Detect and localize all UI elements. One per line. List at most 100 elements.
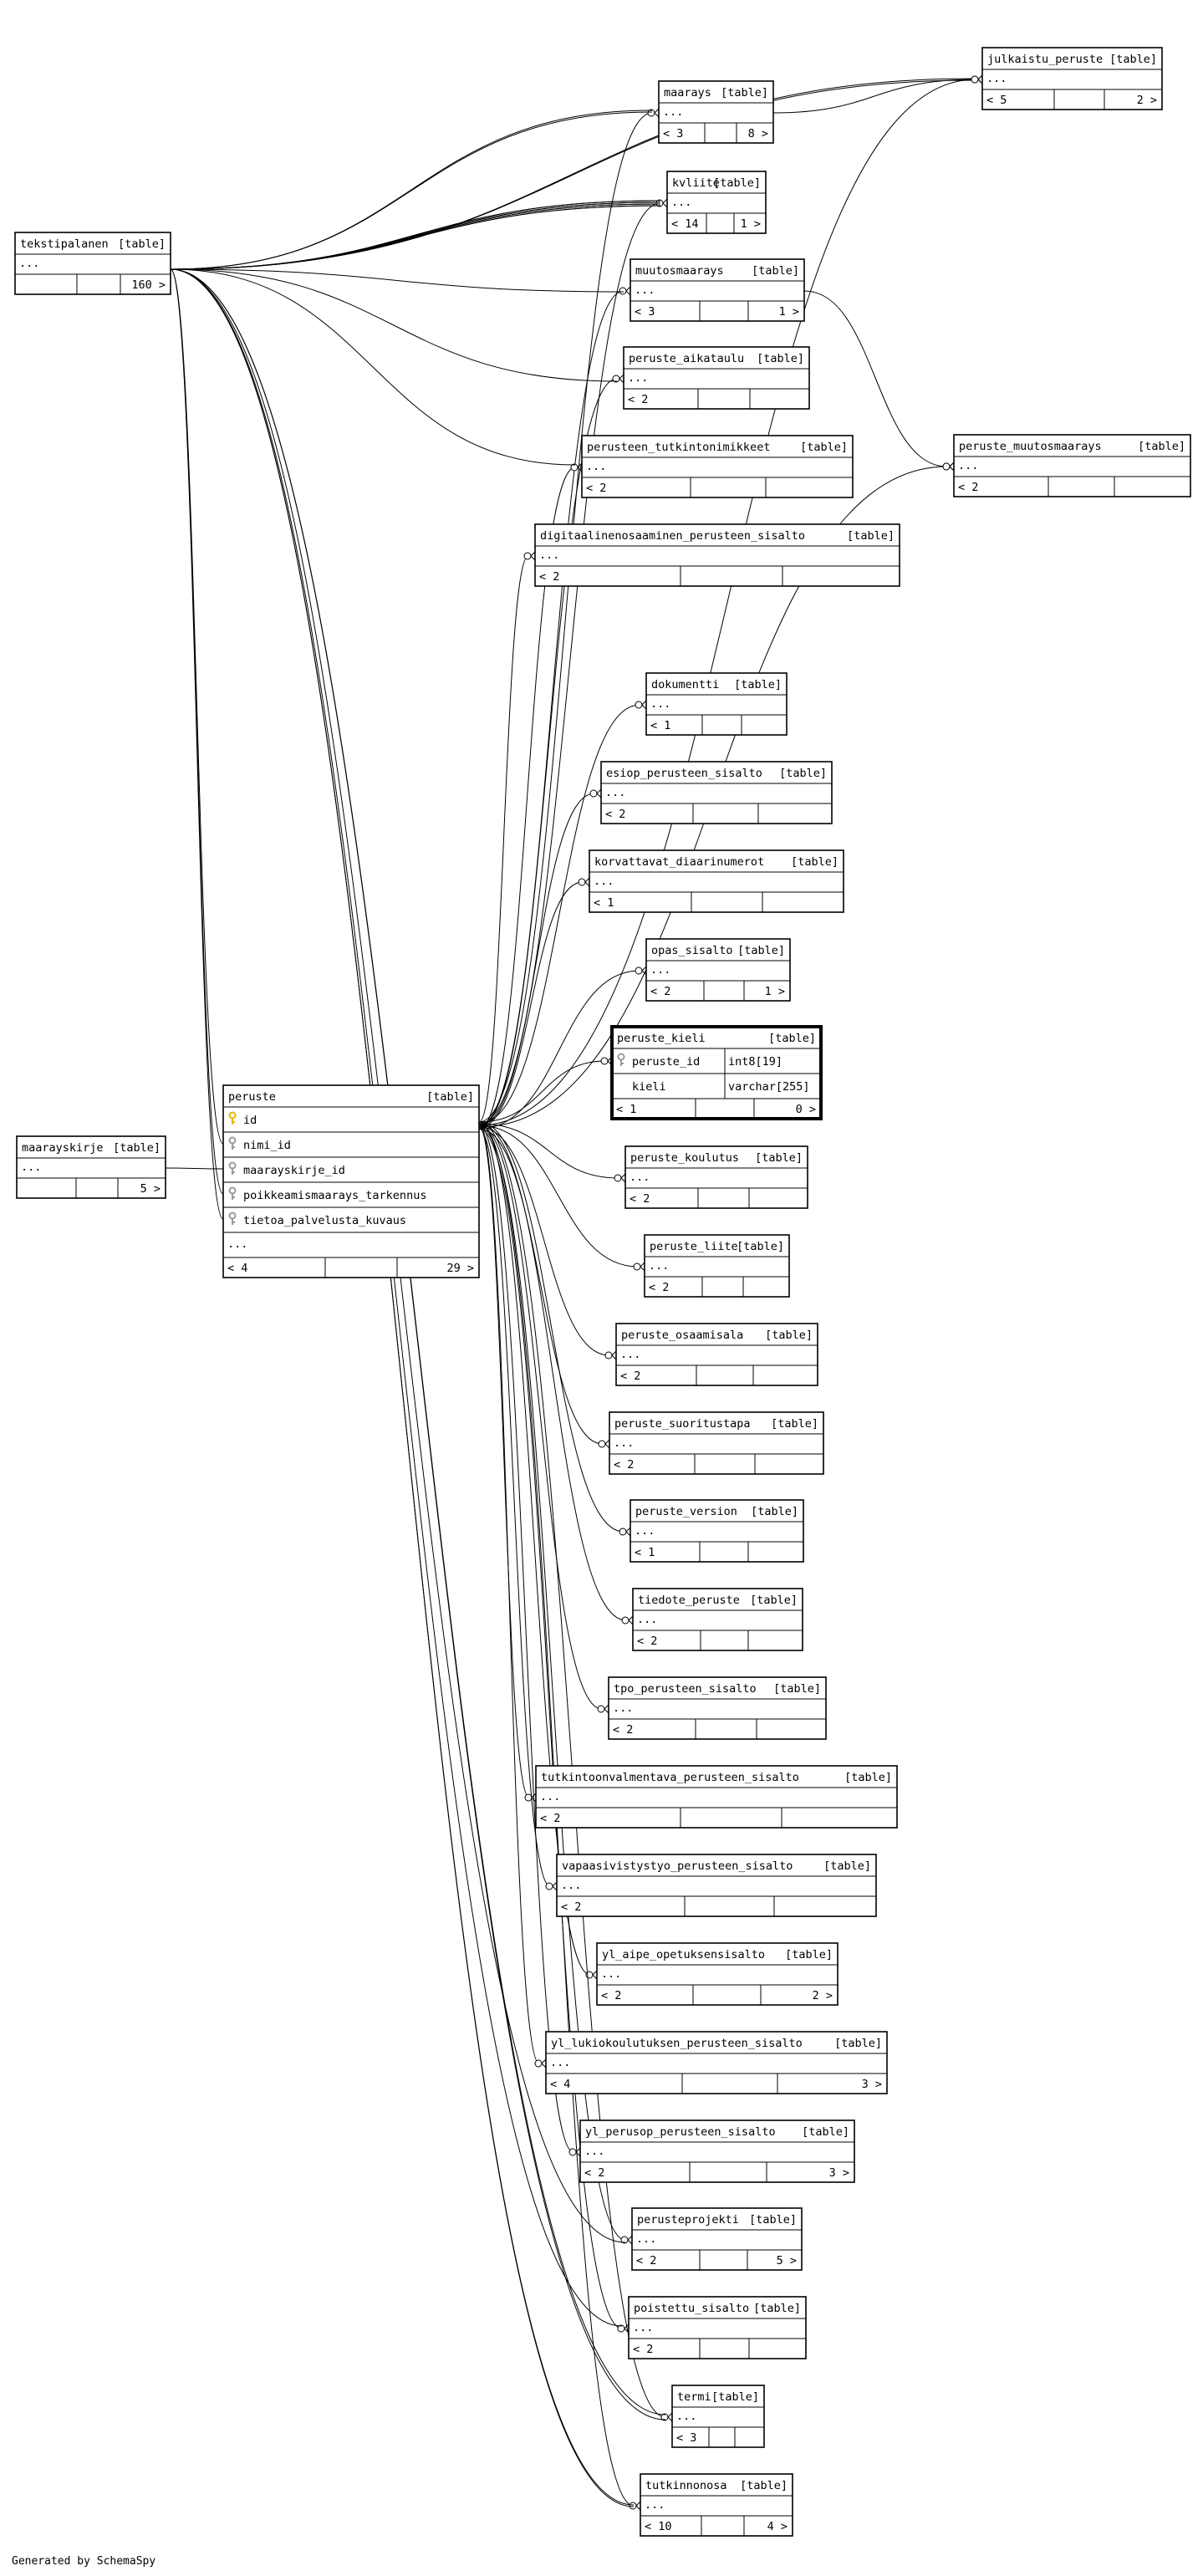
crowsfoot-perusteprojekti [620,2235,633,2245]
column-name: kieli [632,1080,666,1094]
table-frame [630,1499,804,1563]
more-columns-ellipsis: ... [635,1524,655,1538]
table-poistettu-sisalto[interactable]: poistettu_sisalto[table]...< 2 [628,2296,807,2359]
table-peruste-muutosmaarays[interactable]: peruste_muutosmaarays[table]...< 2 [953,434,1191,497]
crowsfoot-kvliite [655,198,668,208]
table-type-tag: [table] [765,1329,813,1342]
table-name: opas_sisalto [651,944,733,957]
parent-count: < 3 [676,2431,696,2445]
table-type-tag: [table] [802,2125,849,2139]
crowsfoot-peruste_liite [633,1262,645,1272]
table-frame [671,2385,765,2448]
relationship-lines [165,74,983,2511]
table-frame [222,1084,480,1278]
table-name: poistettu_sisalto [634,2302,749,2315]
table-tiedote-peruste[interactable]: tiedote_peruste[table]...< 2 [632,1588,803,1651]
table-tekstipalanen[interactable]: tekstipalanen[table]...160 > [14,232,171,295]
edge-peruste-peruste_liite [478,1125,639,1268]
table-tpo-perusteen-sisalto[interactable]: tpo_perusteen_sisalto[table]...< 2 [608,1676,827,1740]
table-termi[interactable]: termi[table]...< 3 [671,2385,765,2448]
column-name: peruste_id [632,1055,700,1069]
primary-key-icon [228,1111,237,1125]
table-korvattavat-diaarinumerot[interactable]: korvattavat_diaarinumerot[table]...< 1 [589,849,844,913]
edge-peruste-peruste_kieli [478,1060,606,1123]
table-peruste-koulutus[interactable]: peruste_koulutus[table]...< 2 [624,1145,808,1209]
table-maarayskirje[interactable]: maarayskirje[table]...5 > [16,1135,166,1199]
table-type-tag: [table] [753,2302,801,2315]
table-frame [640,2473,793,2537]
table-yl-lukiokoulutuksen-perusteen-sisalto[interactable]: yl_lukiokoulutuksen_perusteen_sisalto[ta… [545,2031,888,2094]
table-name: vapaasivistystyo_perusteen_sisalto [562,1859,793,1873]
more-columns-ellipsis: ... [19,257,39,270]
parent-count: < 2 [540,1812,560,1825]
table-peruste[interactable]: peruste[table]idnimi_idmaarayskirje_idpo… [222,1084,480,1278]
table-name: yl_lukiokoulutuksen_perusteen_sisalto [551,2037,803,2050]
parent-count: < 2 [636,2254,656,2267]
table-dokumentti[interactable]: dokumentti[table]...< 1 [645,672,788,736]
table-peruste-liite[interactable]: peruste_liite[table]...< 2 [644,1234,790,1298]
table-name: perusteen_tutkintonimikkeet [587,441,770,454]
table-tutkintoonvalmentava-perusteen-sisalto[interactable]: tutkintoonvalmentava_perusteen_sisalto[t… [535,1765,898,1829]
child-count: 4 > [767,2520,788,2533]
edge-tekstipalanen-perusteen_tutkintonimikkeet [170,268,576,466]
table-name: tutkinnonosa [645,2479,727,2492]
edge-peruste-yl_perusop_perusteen_sisalto [478,1125,574,2153]
table-yl-perusop-perusteen-sisalto[interactable]: yl_perusop_perusteen_sisalto[table]...< … [579,2119,855,2183]
table-digitaalinenosaaminen-perusteen-sisalto[interactable]: digitaalinenosaaminen_perusteen_sisalto[… [534,523,900,587]
table-vapaasivistystyo-perusteen-sisalto[interactable]: vapaasivistystyo_perusteen_sisalto[table… [556,1854,877,1917]
edge-peruste-esiop_perusteen_sisalto [478,793,595,1126]
foreign-key-icon [228,1186,237,1200]
edge-peruste-peruste_aikataulu [478,378,618,1128]
table-name: korvattavat_diaarinumerot [594,855,764,869]
table-frame [608,1676,827,1740]
column-type: varchar[255] [728,1080,810,1094]
table-perusteen-tutkintonimikkeet[interactable]: perusteen_tutkintonimikkeet[table]...< 2 [581,435,854,498]
parent-count: < 4 [227,1262,247,1275]
crowsfoot-tiedote_peruste [621,1615,634,1625]
edge-peruste-kvliite [478,202,661,1125]
more-columns-ellipsis: ... [550,2056,570,2069]
table-type-tag: [table] [721,86,768,99]
more-columns-ellipsis: ... [663,105,683,119]
parent-count: < 4 [550,2078,570,2091]
more-columns-ellipsis: ... [539,548,559,562]
crowsfoot-korvattavat_diaarinumerot [578,877,590,887]
table-frame [645,938,791,1002]
crowsfoot-vapaasivistystyo_perusteen_sisalto [545,1881,558,1891]
table-frame [581,435,854,498]
table-name: yl_aipe_opetuksensisalto [602,1948,765,1961]
table-type-tag: [table] [737,944,785,957]
table-esiop-perusteen-sisalto[interactable]: esiop_perusteen_sisalto[table]...< 2 [600,761,833,824]
parent-count: < 2 [601,1989,621,2002]
table-name: tiedote_peruste [638,1594,740,1607]
parent-count: < 2 [628,393,648,406]
table-peruste-version[interactable]: peruste_version[table]...< 1 [630,1499,804,1563]
table-frame [596,1942,839,2006]
crowsfoot-julkaistu-extra [971,74,983,84]
table-frame [535,1765,898,1829]
crowsfoot-yl_lukiokoulutuksen_perusteen_sisalto [534,2058,547,2068]
crowsfoot-muutos-extra [942,462,955,472]
parent-count: < 2 [637,1635,657,1648]
crowsfoot-tutkintoonvalmentava_perusteen_sisalto [524,1793,537,1803]
table-frame [556,1854,877,1917]
table-name: peruste_osaamisala [621,1329,743,1342]
table-peruste-suoritustapa[interactable]: peruste_suoritustapa[table]...< 2 [609,1411,824,1475]
edge-peruste-peruste_koulutus [478,1123,619,1179]
more-columns-ellipsis: ... [645,2498,665,2512]
table-peruste-osaamisala[interactable]: peruste_osaamisala[table]...< 2 [615,1323,818,1386]
table-peruste-aikataulu[interactable]: peruste_aikataulu[table]...< 2 [623,346,810,410]
table-boxes: tekstipalanen[table]...160 > maarays[tabl… [14,47,1191,2537]
table-type-tag: [table] [752,264,799,278]
parent-count: < 2 [586,482,606,495]
